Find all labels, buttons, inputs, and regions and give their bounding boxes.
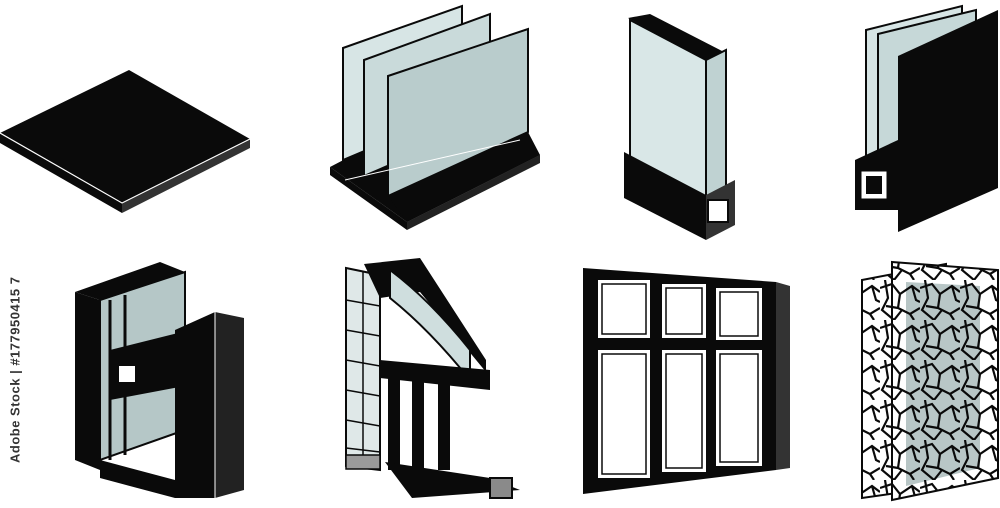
cracked-glass-panel	[861, 260, 999, 502]
triple-glass-in-base	[330, 4, 540, 230]
stock-id-label: Adobe Stock | #177950415 7	[7, 276, 23, 464]
double-glazed-unit	[624, 14, 735, 240]
six-pane-window	[583, 268, 790, 494]
window-profile-section	[75, 262, 244, 498]
wall-window-section	[345, 258, 520, 499]
frame-with-panel	[855, 4, 998, 232]
panel-black-plate	[0, 70, 251, 213]
